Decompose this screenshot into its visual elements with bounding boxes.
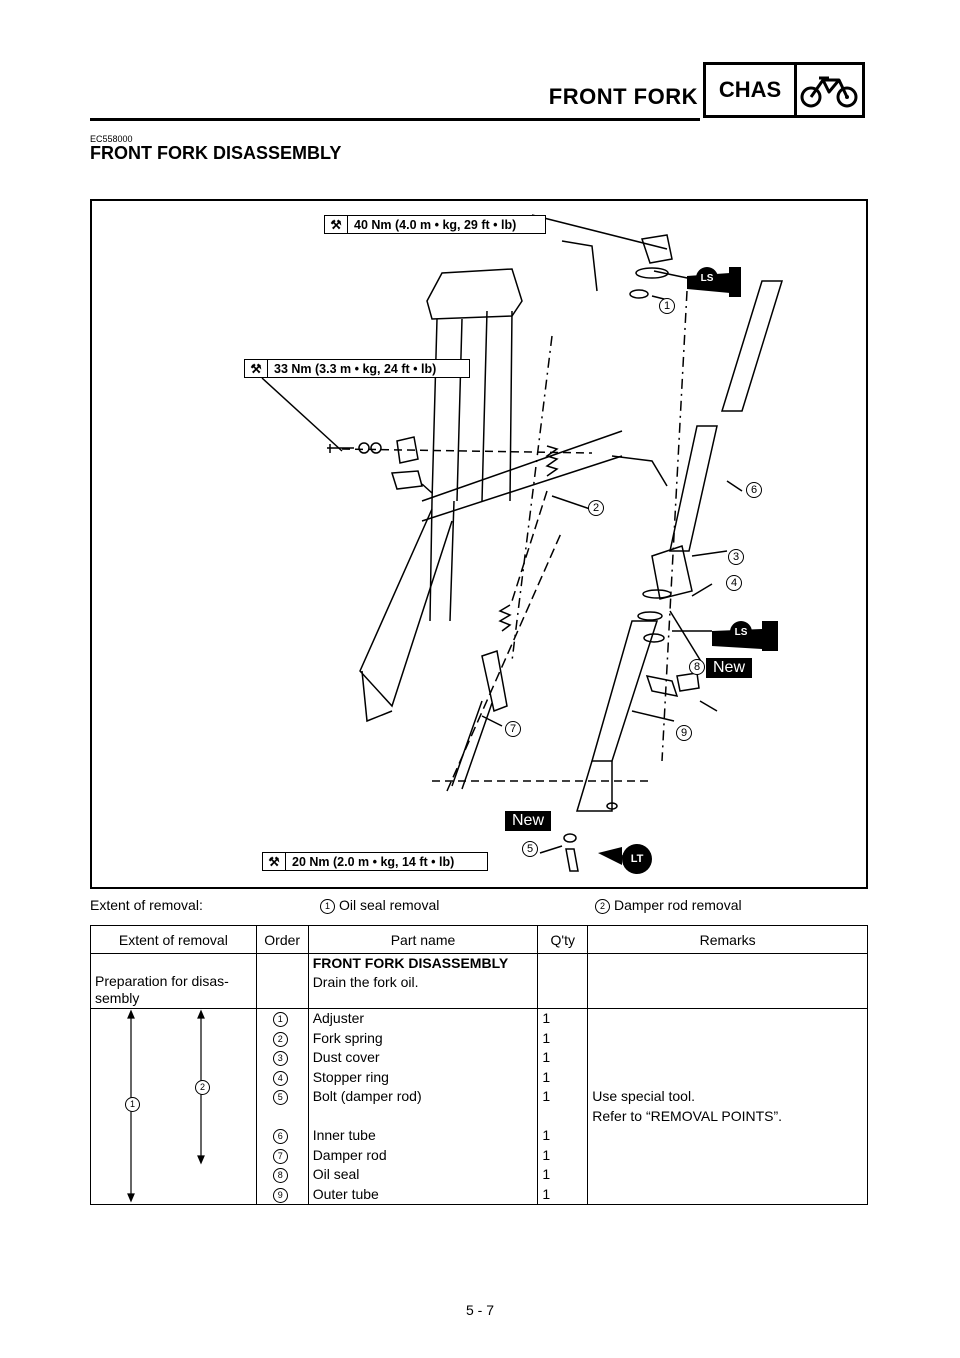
part-name: Dust cover: [312, 1049, 380, 1065]
prep-step: Drain the fork oil.: [312, 974, 419, 990]
part-name: Inner tube: [312, 1127, 376, 1143]
extent-marker-1: 1: [125, 1097, 140, 1112]
section-title: FRONT FORK DISASSEMBLY: [90, 143, 342, 163]
callout-7: 7: [505, 721, 521, 737]
motorcycle-icon: [797, 65, 862, 115]
part-qty: 1: [542, 1010, 551, 1026]
part-name: Stopper ring: [312, 1068, 389, 1085]
callout-6: 6: [746, 482, 762, 498]
page-number: 5 - 7: [465, 1302, 494, 1318]
table-prep-row: Preparation for disas- sembly FRONT FORK…: [90, 953, 868, 1009]
col-header-order: Order: [255, 925, 309, 954]
new-part-tag: New: [505, 811, 552, 831]
order-num: 1: [272, 1012, 288, 1027]
callout-3: 3: [728, 549, 744, 565]
order-num: 4: [272, 1070, 288, 1086]
order-num: 7: [272, 1148, 288, 1164]
part-name: Oil seal: [312, 1166, 360, 1182]
remark: Refer to “REMOVAL POINTS”.: [592, 1107, 783, 1124]
part-qty: 1: [542, 1127, 551, 1143]
part-qty: 1: [542, 1068, 551, 1085]
section-label: CHAS: [706, 65, 797, 115]
callout-9: 9: [676, 725, 692, 741]
part-qty: 1: [542, 1166, 551, 1182]
callout-4: 4: [726, 575, 742, 591]
torque-spec-adjuster: ⚒ 40 Nm (4.0 m • kg, 29 ft • lb): [324, 215, 546, 234]
part-qty: 1: [542, 1146, 551, 1163]
remark: Use special tool.: [592, 1088, 695, 1104]
part-qty: 1: [542, 1029, 551, 1046]
torque-spec-pinch-bolt: ⚒ 33 Nm (3.3 m • kg, 24 ft • lb): [244, 359, 470, 378]
part-name: Damper rod: [312, 1146, 387, 1163]
table-parts-row: 1 2 1 2 3 4 5 6 7 8 9 Adjuster Fork spri…: [90, 1008, 868, 1205]
extent-marker-2: 2: [195, 1080, 210, 1095]
col-header-extent: Extent of removal: [90, 925, 257, 954]
exploded-diagram: ⚒ 40 Nm (4.0 m • kg, 29 ft • lb) ⚒ 33 Nm…: [90, 199, 868, 889]
torque-wrench-icon: ⚒: [325, 216, 348, 233]
extent-range-arrows: [127, 1009, 205, 1203]
order-num: 3: [272, 1051, 288, 1066]
lube-ls-icon: LS: [696, 267, 718, 289]
part-name: Outer tube: [312, 1185, 379, 1202]
callout-2: 2: [588, 500, 604, 516]
new-part-tag: New: [706, 658, 753, 678]
table-header-row: Extent of removal Order Part name Q'ty R…: [90, 925, 868, 954]
torque-spec-damper-bolt: ⚒ 20 Nm (2.0 m • kg, 14 ft • lb): [262, 852, 488, 871]
part-qty: 1: [542, 1185, 551, 1202]
page-header-title: FRONT FORK: [548, 84, 698, 109]
header-rule: [90, 118, 700, 121]
col-header-part: Part name: [307, 925, 539, 954]
locktite-lt-icon: LT: [622, 844, 652, 874]
col-header-remarks: Remarks: [587, 925, 868, 954]
torque-wrench-icon: ⚒: [245, 360, 268, 377]
part-name: Bolt (damper rod): [312, 1088, 422, 1104]
order-num: 9: [272, 1187, 288, 1203]
doc-code: EC558000: [90, 134, 133, 144]
order-num: 8: [272, 1168, 288, 1183]
part-qty: 1: [542, 1088, 551, 1104]
table-section-heading: FRONT FORK DISASSEMBLY: [312, 955, 509, 971]
prep-extent: Preparation for disas- sembly: [95, 973, 229, 1006]
order-num: 6: [272, 1129, 288, 1144]
callout-5: 5: [522, 841, 538, 857]
disassembly-table: Extent of removal Order Part name Q'ty R…: [90, 925, 868, 1205]
order-num: 2: [272, 1031, 288, 1047]
part-name: Adjuster: [312, 1010, 365, 1026]
section-badge: CHAS: [703, 62, 865, 118]
torque-wrench-icon: ⚒: [263, 853, 286, 870]
col-header-qty: Q'ty: [537, 925, 589, 954]
callout-1: 1: [659, 298, 675, 314]
part-name: Fork spring: [312, 1029, 383, 1046]
fork-illustration: [261, 214, 784, 872]
order-num: 5: [272, 1090, 288, 1105]
callout-8: 8: [689, 659, 705, 675]
lube-ls-icon: LS: [730, 621, 752, 643]
part-qty: 1: [542, 1049, 551, 1065]
extent-label: Extent of removal:: [90, 897, 203, 913]
